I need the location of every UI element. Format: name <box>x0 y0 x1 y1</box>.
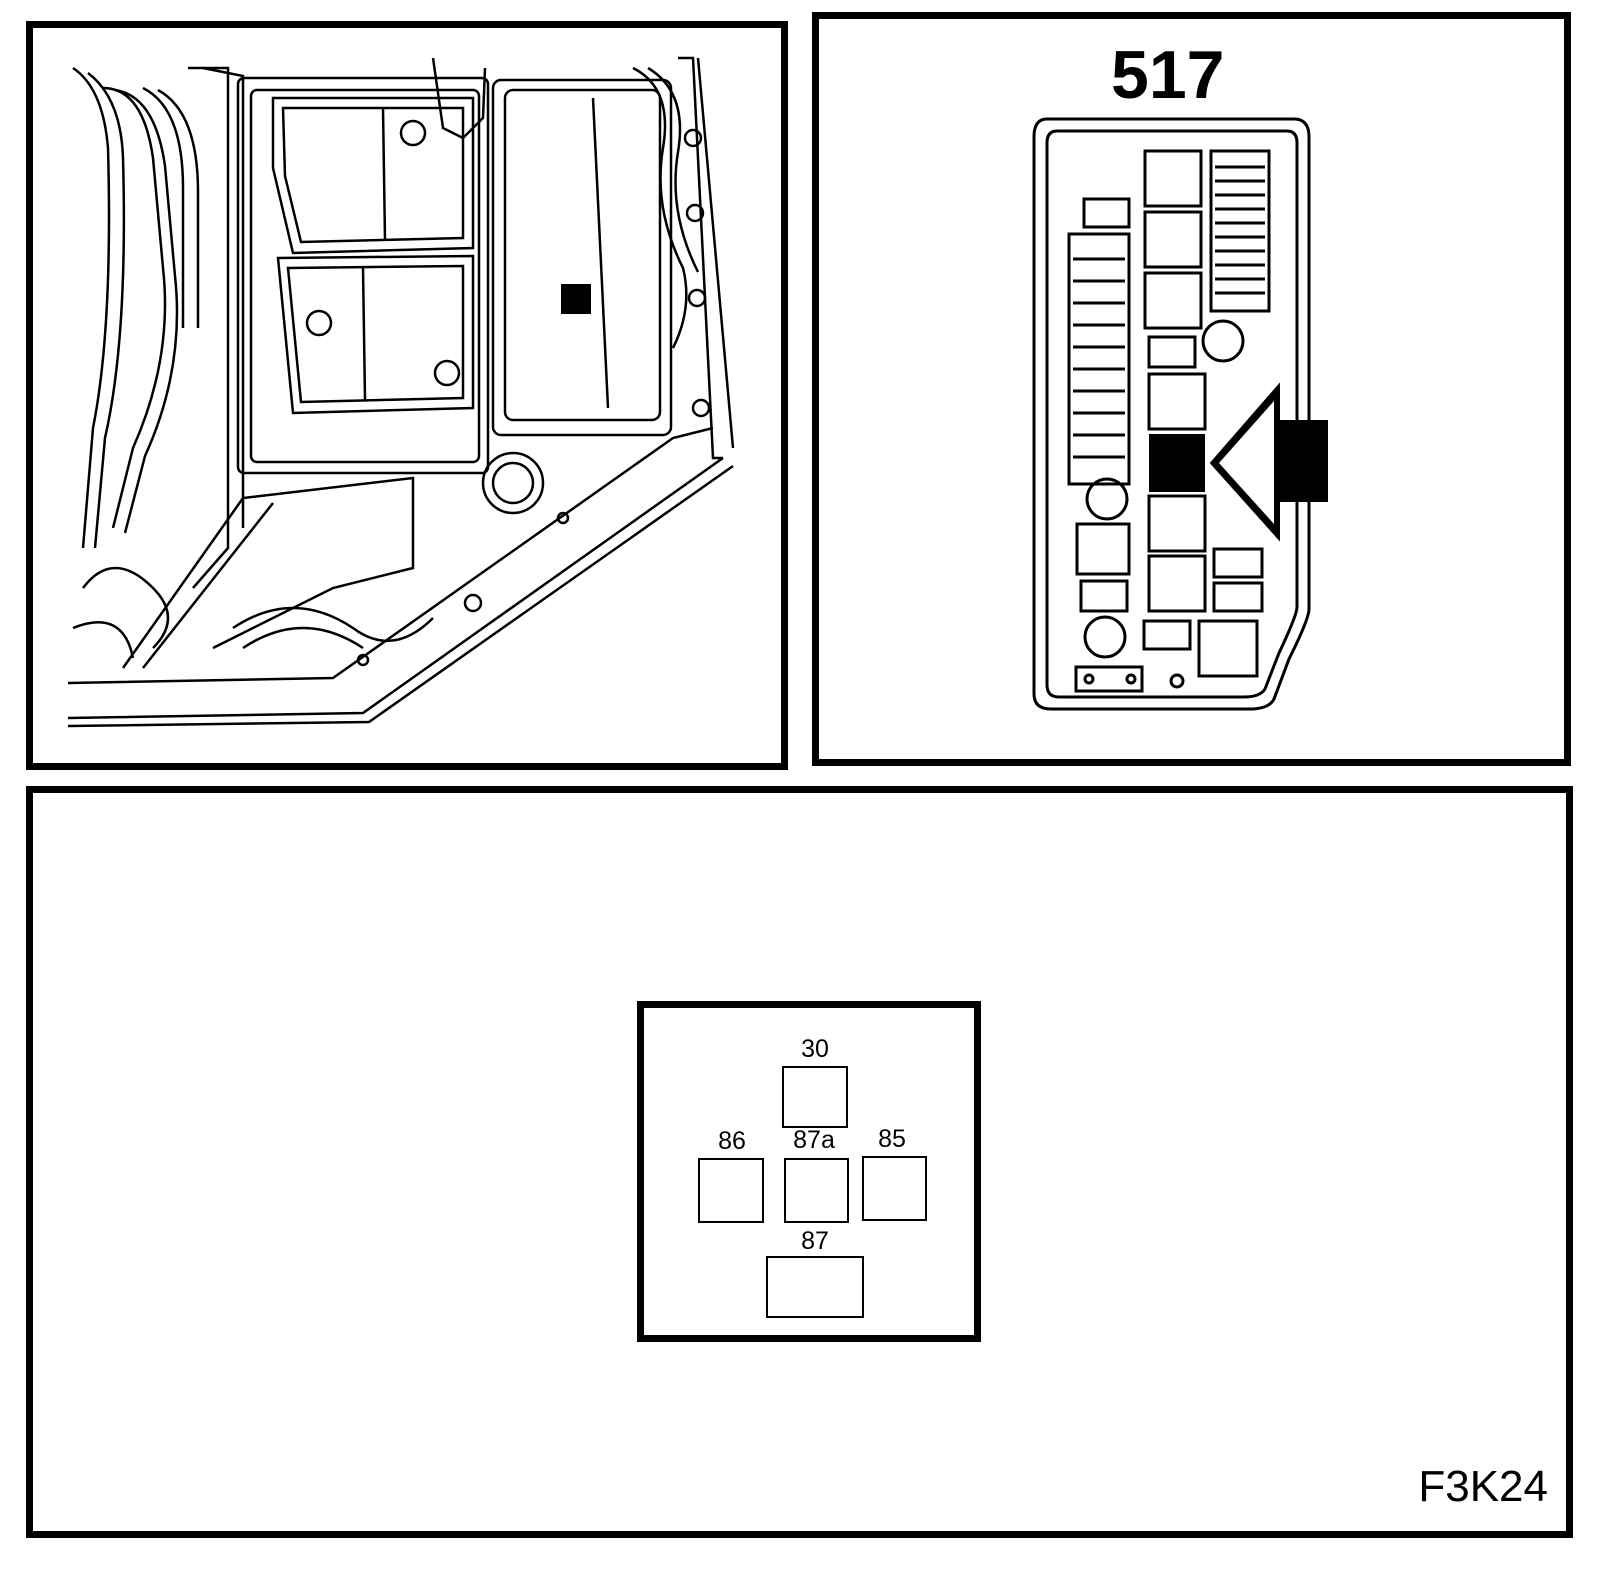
fuse-box-drawing <box>1032 117 1328 711</box>
relay-pinout-panel: 30 86 87a 85 87 F3K24 <box>26 786 1573 1538</box>
pin-30 <box>782 1066 848 1128</box>
figure-code: F3K24 <box>1418 1462 1548 1511</box>
engine-compartment-panel <box>26 21 788 770</box>
pin-label-85: 85 <box>878 1125 906 1153</box>
pin-label-87: 87 <box>801 1227 829 1255</box>
fuse-box-panel: 517 <box>812 12 1571 766</box>
pin-87 <box>766 1256 864 1318</box>
pin-label-87a: 87a <box>793 1126 835 1154</box>
pin-85 <box>862 1156 927 1221</box>
pin-label-30: 30 <box>801 1035 829 1063</box>
pin-86 <box>698 1158 764 1223</box>
pin-label-86: 86 <box>718 1127 746 1155</box>
relay-pinout-box: 30 86 87a 85 87 <box>637 1001 981 1342</box>
fuse-box-number: 517 <box>1111 37 1225 113</box>
engine-compartment-drawing <box>67 56 735 728</box>
pin-87a <box>784 1158 849 1223</box>
